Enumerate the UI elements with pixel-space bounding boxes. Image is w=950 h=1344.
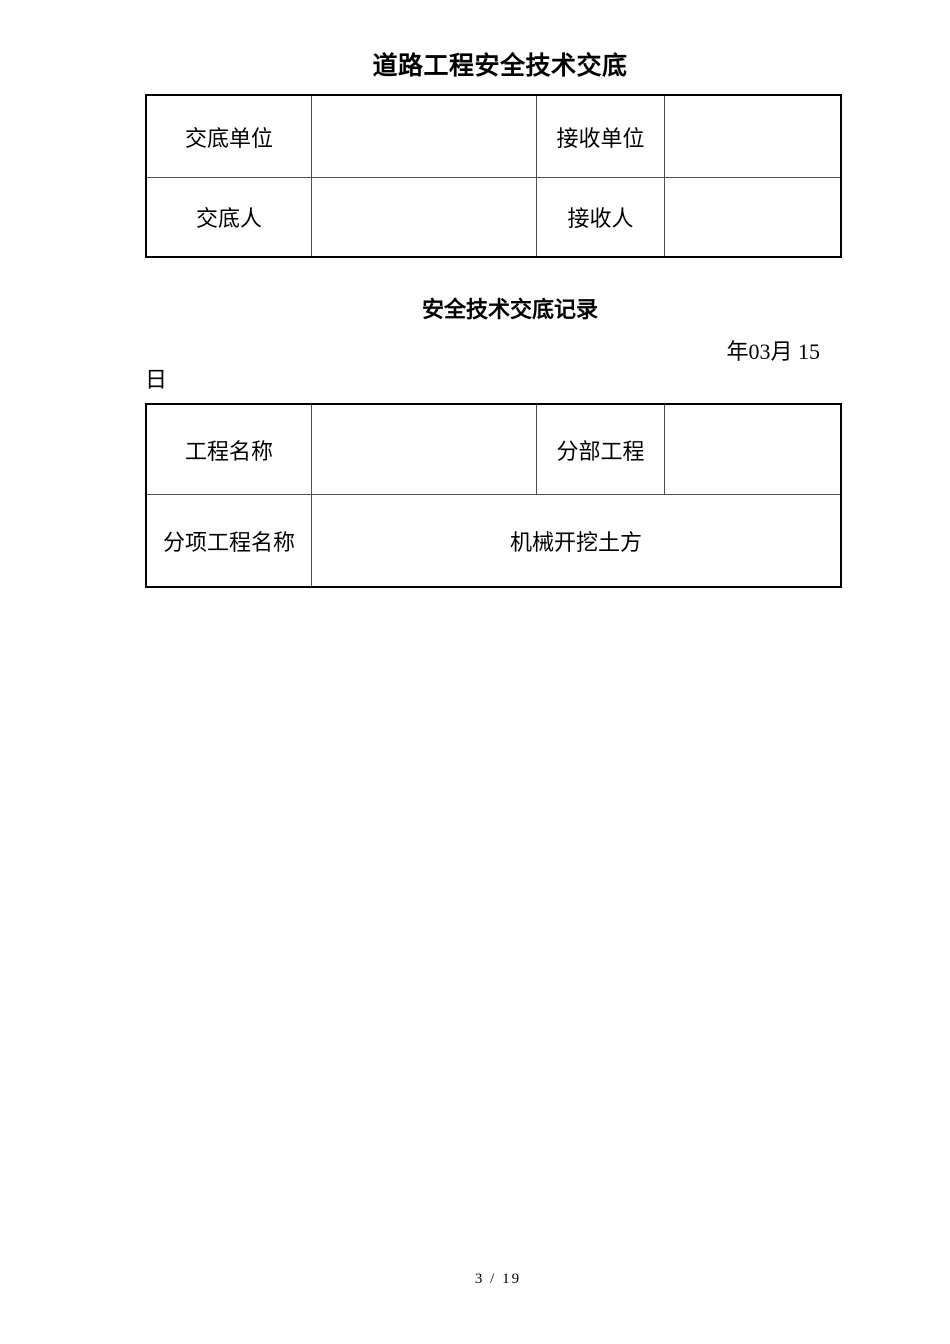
- disclosing-unit-value[interactable]: [311, 94, 537, 178]
- division-work-label: 分部工程: [536, 403, 665, 495]
- receiving-unit-value[interactable]: [664, 94, 842, 178]
- receiver-value[interactable]: [664, 177, 842, 258]
- page-number: 3 / 19: [474, 1271, 522, 1287]
- discloser-value[interactable]: [311, 177, 537, 258]
- project-name-value[interactable]: [311, 403, 537, 495]
- receiver-label: 接收人: [536, 177, 665, 258]
- project-name-label: 工程名称: [145, 403, 312, 495]
- discloser-label: 交底人: [145, 177, 312, 258]
- table-row: 分项工程名称 机械开挖土方: [145, 494, 842, 588]
- table-row: 交底人 接收人: [145, 177, 842, 258]
- disclosing-unit-label: 交底单位: [145, 94, 312, 178]
- header-table: 交底单位 接收单位 交底人 接收人: [145, 94, 842, 258]
- table-row: 交底单位 接收单位: [145, 94, 842, 178]
- subdivision-name-value: 机械开挖土方: [311, 494, 842, 588]
- record-subtitle: 安全技术交底记录: [421, 297, 598, 322]
- division-work-value[interactable]: [664, 403, 842, 495]
- date-line: 年03月 15: [726, 339, 820, 364]
- receiving-unit-label: 接收单位: [536, 94, 665, 178]
- document-title: 道路工程安全技术交底: [372, 53, 628, 80]
- table-row: 工程名称 分部工程: [145, 403, 842, 495]
- date-wrapped-character: 日: [145, 367, 168, 392]
- project-info-table: 工程名称 分部工程 分项工程名称 机械开挖土方: [145, 403, 842, 588]
- subdivision-name-label: 分项工程名称: [145, 494, 312, 588]
